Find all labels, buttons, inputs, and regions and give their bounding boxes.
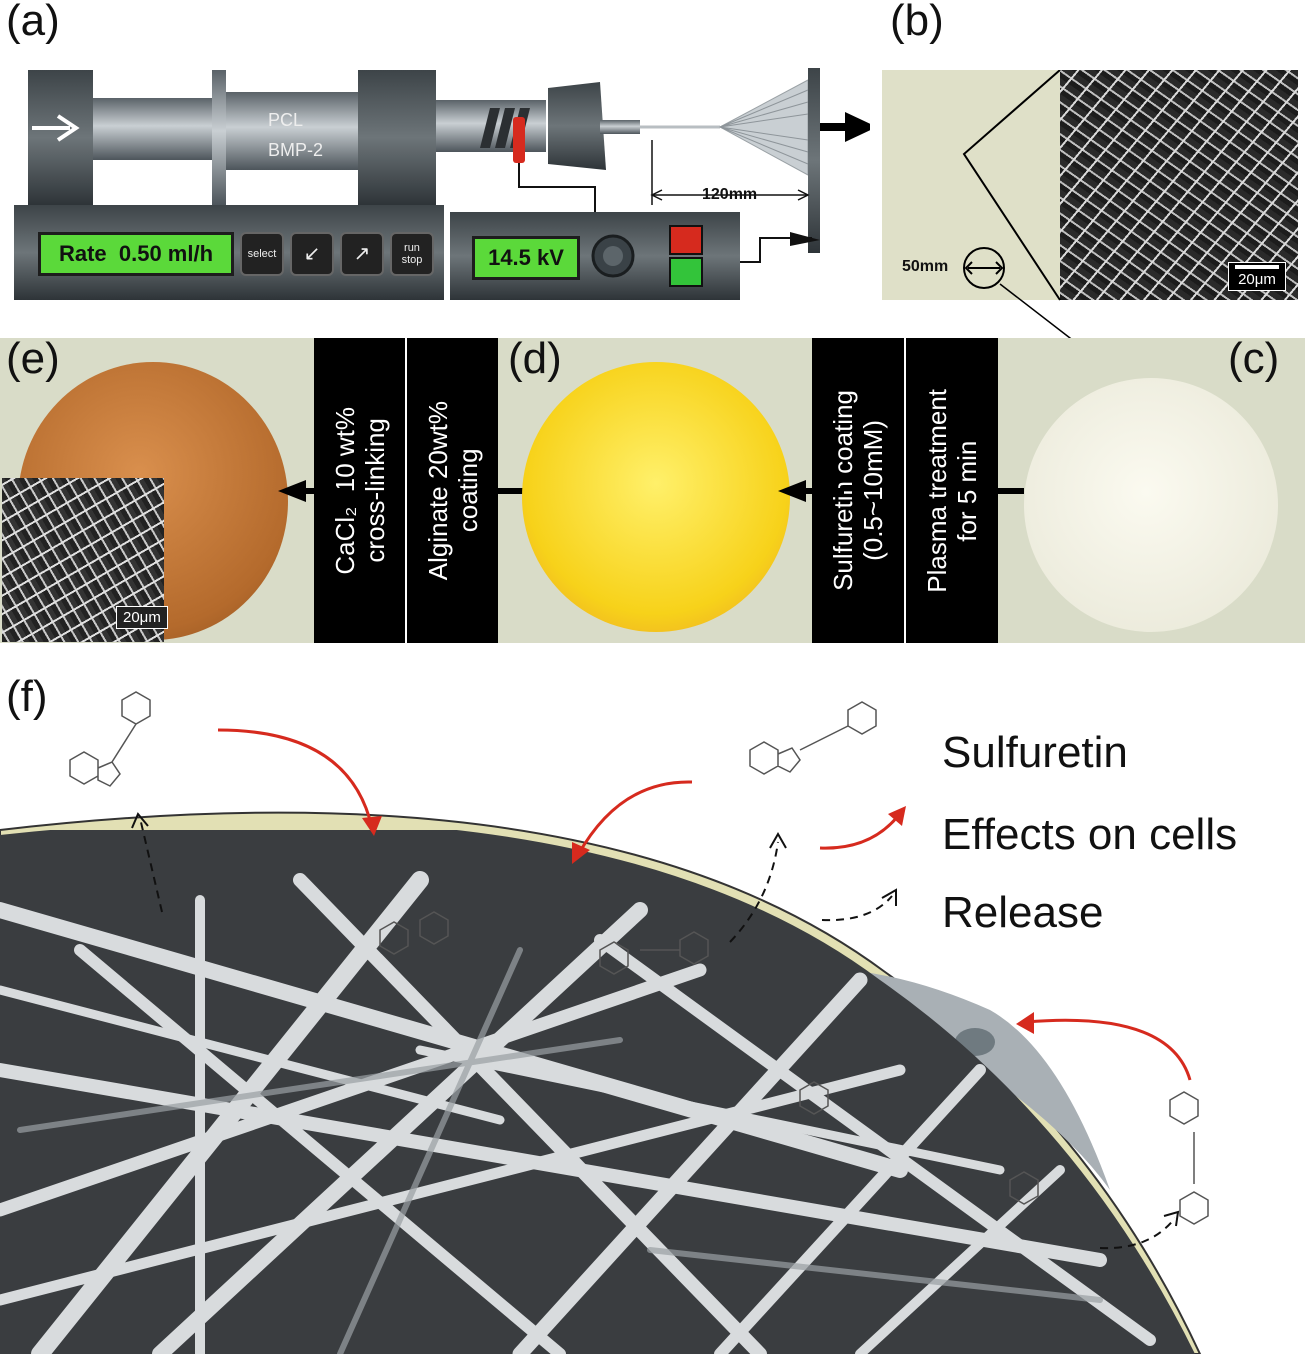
panel-label-d: (d) — [508, 334, 562, 383]
arrow-down-left-button[interactable]: ↙ — [290, 232, 334, 276]
run-stop-button[interactable]: run stop — [390, 232, 434, 276]
panel-label-a: (a) — [6, 0, 60, 45]
legend-effects-on-cells: Effects on cells — [942, 810, 1238, 859]
legend-sulfuretin: Sulfuretin — [942, 728, 1128, 777]
select-button[interactable]: select — [240, 232, 284, 276]
panel-label-b: (b) — [890, 0, 944, 45]
arrow-c-to-d — [778, 480, 1024, 502]
panel-label-f: (f) — [6, 672, 48, 721]
panel-label-e: (e) — [6, 334, 60, 383]
scale-bar-b: 20μm — [1228, 262, 1286, 291]
arrow-d-to-e — [278, 480, 524, 502]
legend-release: Release — [942, 888, 1104, 937]
panel-label-c: (c) — [1228, 334, 1280, 383]
voltage-display: 14.5 kV — [472, 236, 580, 280]
distance-label: 120mm — [702, 186, 758, 203]
plain-membrane-c — [1024, 378, 1278, 632]
syringe-label-pcl: PCL — [268, 110, 304, 130]
sem-inset-b — [1060, 70, 1298, 300]
arrow-up-right-button[interactable]: ↗ — [340, 232, 384, 276]
sulfuretin-membrane-d — [522, 362, 790, 632]
scale-bar-b-label: 20μm — [1238, 271, 1276, 288]
scale-bar-e: 20μm — [116, 606, 168, 629]
scale-bar-e-label: 20μm — [123, 609, 161, 626]
step-band-d-to-e: CaCl₂ 10 wt% cross-linking Alginate 20wt… — [314, 338, 498, 643]
diameter-label: 50mm — [902, 258, 949, 275]
syringe-label-bmp2: BMP-2 — [268, 140, 324, 160]
fiber-scaffold-illustration — [0, 691, 1209, 1354]
rate-display: Rate 0.50 ml/h — [38, 232, 234, 276]
